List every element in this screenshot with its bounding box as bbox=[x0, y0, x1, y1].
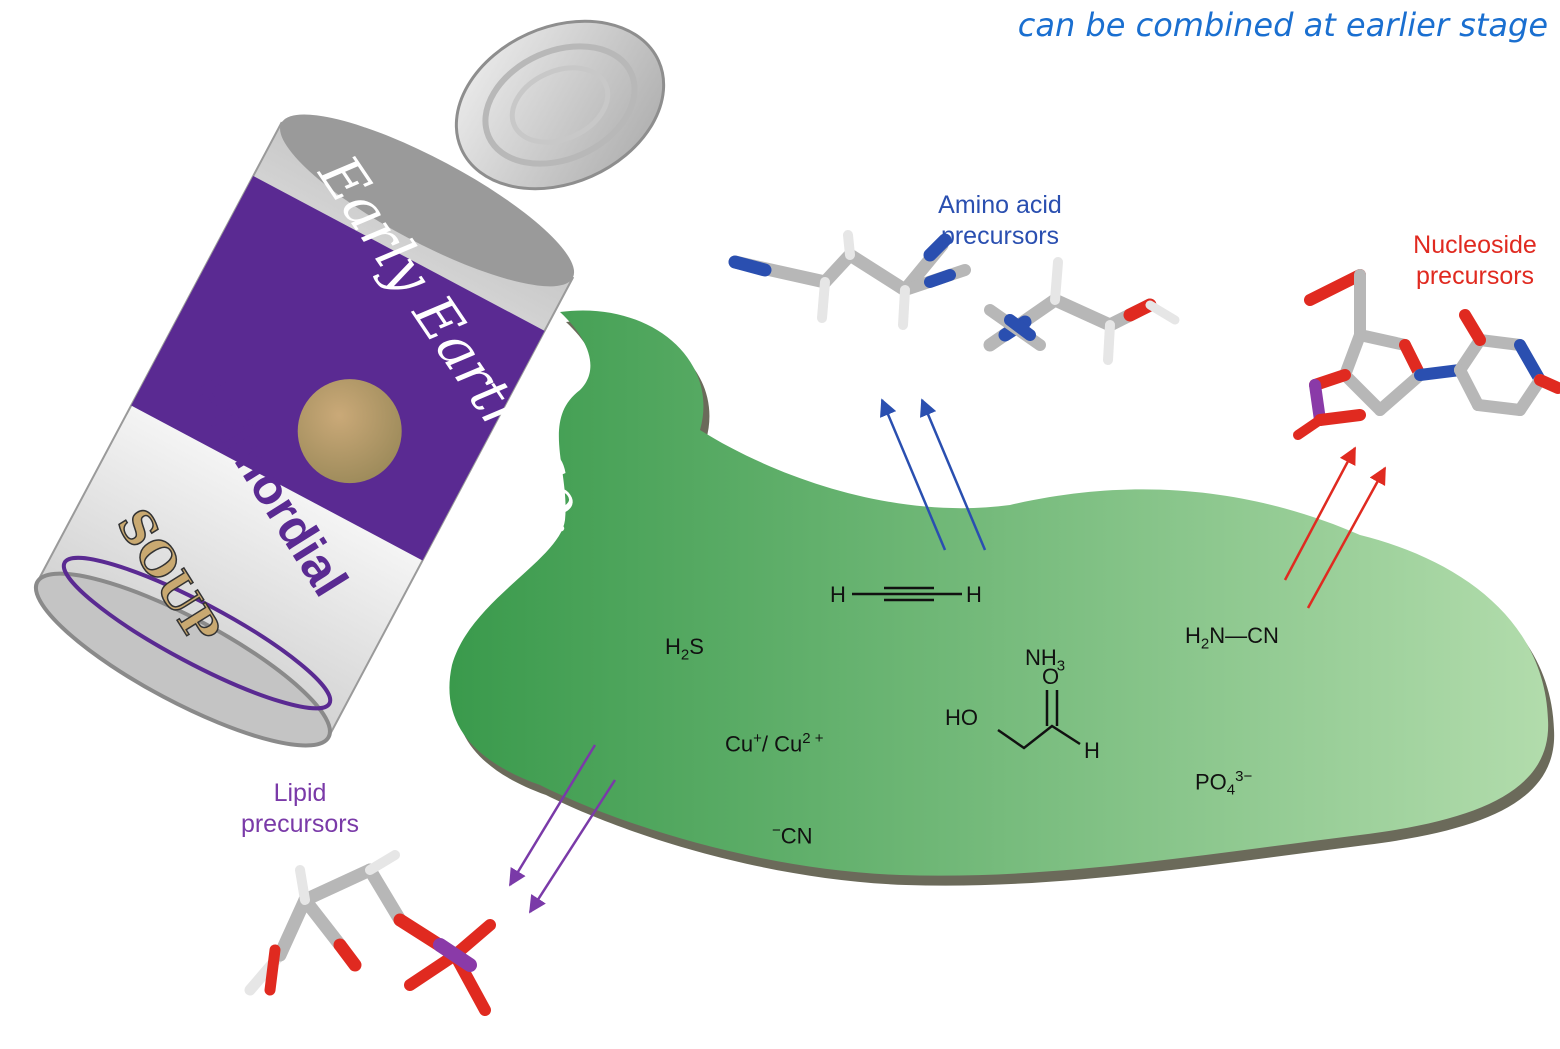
amino-molecule-2 bbox=[983, 257, 1180, 365]
nh3-formula: NH3 bbox=[1025, 645, 1065, 674]
nucleoside-label-line1: Nucleoside bbox=[1413, 231, 1537, 259]
acetylene-h-right: H bbox=[966, 582, 982, 607]
lipid-molecule bbox=[244, 850, 496, 1016]
amino-acid-label: Amino acid precursors bbox=[895, 190, 1105, 252]
amino-arrows bbox=[880, 398, 987, 551]
h2s-h: H bbox=[665, 634, 681, 659]
soup-can bbox=[33, 114, 575, 748]
amino-acid-label-line2: precursors bbox=[940, 222, 1060, 250]
cyanamide-h: H bbox=[1185, 623, 1201, 648]
cyanide-cn: CN bbox=[780, 823, 813, 849]
can-band bbox=[131, 175, 545, 561]
glycolaldehyde-o: O bbox=[1042, 664, 1060, 689]
nucleoside-label: Nucleoside precursors bbox=[1390, 230, 1560, 292]
cyanamide-sub: 2 bbox=[1200, 635, 1210, 653]
nh3-sub: 3 bbox=[1056, 657, 1066, 675]
cyanamide-formula: H2N—CN bbox=[1185, 623, 1279, 652]
copper-ions: Cu+/ Cu2 + bbox=[725, 730, 824, 757]
cyanamide-rest: N—CN bbox=[1209, 623, 1279, 648]
nucleoside-molecule bbox=[1293, 269, 1560, 440]
h2s-formula: H2S bbox=[665, 634, 704, 663]
phosphate-sub: 4 bbox=[1226, 781, 1236, 799]
acetylene-h-left: H bbox=[830, 582, 846, 607]
can-lid bbox=[454, 19, 666, 191]
copper-cu1: Cu bbox=[725, 731, 754, 757]
nucleoside-label-line2: precursors bbox=[1415, 262, 1535, 290]
lipid-arrows bbox=[508, 744, 617, 914]
diagram-caption: can be combined at earlier stage bbox=[1017, 6, 1548, 44]
glycolaldehyde-bonds bbox=[997, 690, 1081, 750]
copper-cu2: / Cu bbox=[761, 731, 803, 757]
phosphate-sup: 3− bbox=[1235, 768, 1253, 785]
cyanide-sup: − bbox=[772, 822, 781, 839]
h2s-s: S bbox=[689, 634, 704, 659]
can-medallion bbox=[297, 379, 402, 484]
nh3-nh: NH bbox=[1025, 645, 1057, 670]
lipid-label-line1: Lipid bbox=[273, 779, 327, 807]
acetylene-bond bbox=[852, 586, 962, 602]
glycolaldehyde-h: H bbox=[1084, 738, 1100, 763]
copper-sup2: 2 + bbox=[802, 730, 824, 747]
amino-molecule-1 bbox=[728, 230, 971, 330]
lipid-label: Lipid precursors bbox=[210, 778, 390, 840]
soup-puddle bbox=[449, 310, 1555, 886]
amino-acid-label-line1: Amino acid bbox=[938, 191, 1062, 219]
h2s-sub: 2 bbox=[680, 646, 690, 664]
glycolaldehyde-ho: HO bbox=[945, 705, 978, 730]
cyanide-formula: −CN bbox=[772, 822, 813, 849]
nucleoside-arrows bbox=[1283, 446, 1387, 609]
phosphate-po: PO bbox=[1195, 769, 1227, 795]
phosphate-formula: PO43− bbox=[1195, 768, 1252, 799]
lipid-label-line2: precursors bbox=[240, 810, 360, 838]
copper-sup1: + bbox=[753, 730, 762, 747]
